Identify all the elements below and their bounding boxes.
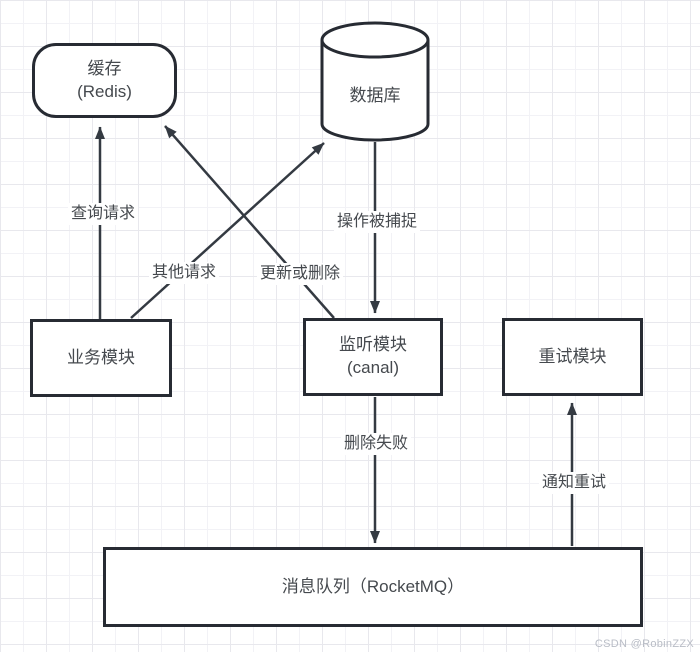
node-listener-label-line2: (canal) — [347, 358, 399, 377]
node-listener-label-line1: 监听模块 — [339, 335, 407, 355]
node-mq-label: 消息队列（RocketMQ） — [281, 576, 465, 596]
csdn-watermark: CSDN @RobinZZX — [594, 638, 694, 650]
edge-label-notify-retry: 通知重试 — [538, 472, 610, 494]
edge-update-delete-arrow — [164, 125, 335, 319]
node-retry-module: 重试模块 — [502, 318, 643, 396]
node-business-label: 业务模块 — [67, 347, 135, 367]
edge-other-arrow — [130, 142, 325, 319]
node-cache-redis: 缓存 (Redis) — [32, 43, 177, 118]
database-cylinder-shape — [320, 21, 430, 142]
node-listener-module-canal: 监听模块 (canal) — [303, 318, 443, 396]
edge-label-delete-fail: 删除失败 — [340, 433, 412, 455]
node-message-queue-rocketmq: 消息队列（RocketMQ） — [103, 547, 643, 627]
edge-label-query: 查询请求 — [67, 203, 139, 225]
node-cache-label-line2: (Redis) — [77, 81, 132, 101]
node-retry-label: 重试模块 — [538, 346, 607, 366]
node-business-module: 业务模块 — [30, 319, 172, 397]
edge-label-other: 其他请求 — [148, 262, 220, 284]
node-database-label: 数据库 — [349, 85, 401, 105]
node-database: 数据库 — [322, 72, 428, 120]
edge-label-captured: 操作被捕捉 — [333, 211, 421, 233]
edge-label-update-delete: 更新或删除 — [256, 263, 344, 285]
node-cache-label-line1: 缓存 — [87, 58, 122, 78]
